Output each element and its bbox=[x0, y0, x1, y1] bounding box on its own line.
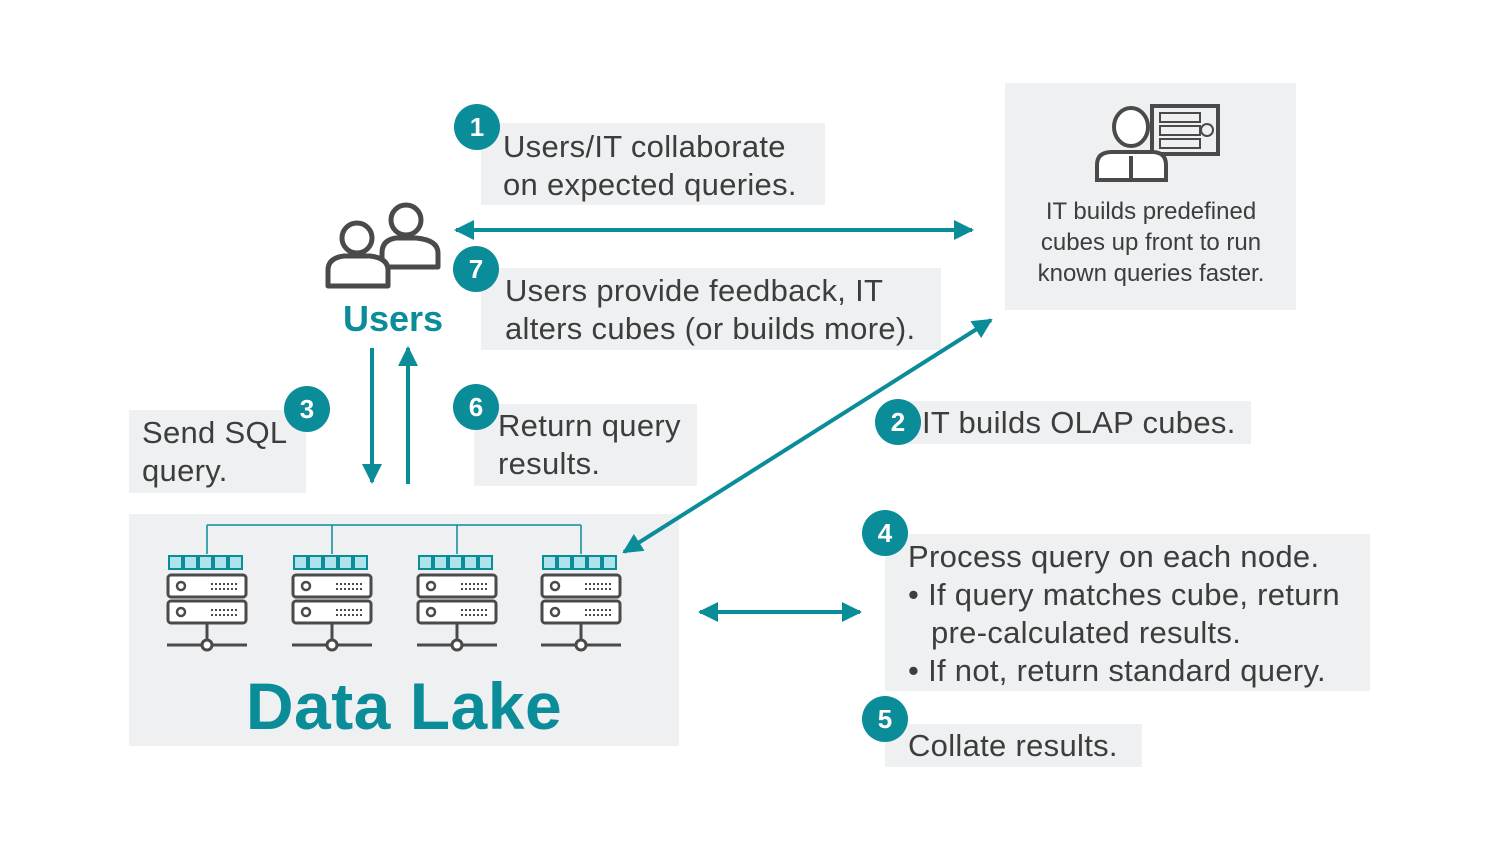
step-5-box bbox=[885, 724, 1142, 767]
step-6-line-2: results. bbox=[498, 446, 601, 481]
step-5-text: Collate results. bbox=[908, 728, 1118, 763]
step-1-box bbox=[481, 123, 825, 205]
step-4-box bbox=[885, 534, 1370, 691]
it-box-text: IT builds predefined cubes up front to r… bbox=[1008, 196, 1294, 289]
step-6-text: Return query results. bbox=[498, 407, 681, 483]
step-7-line-2: alters cubes (or builds more). bbox=[505, 311, 916, 346]
step-4-bullet-1b: pre-calculated results. bbox=[931, 615, 1242, 650]
server-node-icon bbox=[166, 555, 248, 652]
server-node-icon bbox=[416, 555, 498, 652]
it-box-line-3: known queries faster. bbox=[1037, 260, 1265, 287]
network-lines bbox=[206, 524, 582, 554]
step-7-line-1: Users provide feedback, IT bbox=[505, 273, 884, 308]
step-3-line-2: query. bbox=[142, 453, 228, 488]
it-admin-icon bbox=[1095, 104, 1220, 182]
step-7-badge: 7 bbox=[453, 246, 499, 292]
step-1-line-2: on expected queries. bbox=[503, 167, 797, 202]
step-2-text: IT builds OLAP cubes. bbox=[922, 405, 1236, 440]
step-4-badge: 4 bbox=[862, 510, 908, 556]
step-4-line-1: Process query on each node. bbox=[908, 539, 1320, 574]
server-node-icon bbox=[291, 555, 373, 652]
it-datalake-arrow bbox=[622, 318, 993, 554]
it-box-line-1: IT builds predefined bbox=[1045, 198, 1257, 225]
step-7-text: Users provide feedback, IT alters cubes … bbox=[505, 272, 915, 348]
it-box-line-2: cubes up front to run bbox=[1040, 229, 1262, 256]
step-1-badge: 1 bbox=[454, 104, 500, 150]
users-label: Users bbox=[343, 298, 444, 339]
data-lake-box bbox=[129, 514, 679, 746]
step-3-text: Send SQL query. bbox=[142, 414, 287, 490]
step-6-line-1: Return query bbox=[498, 408, 681, 443]
step-1-line-1: Users/IT collaborate bbox=[503, 129, 786, 164]
step-2-badge: 2 bbox=[875, 399, 921, 445]
step-6-badge: 6 bbox=[453, 384, 499, 430]
step-5-badge: 5 bbox=[862, 696, 908, 742]
step-4-bullet-1a: • If query matches cube, return bbox=[908, 577, 1340, 612]
step-3-badge: 3 bbox=[284, 386, 330, 432]
server-node-icon bbox=[540, 555, 622, 652]
step-1-text: Users/IT collaborate on expected queries… bbox=[503, 128, 797, 204]
step-3-box bbox=[129, 410, 306, 493]
users-icon bbox=[325, 202, 441, 289]
data-lake-title: Data Lake bbox=[245, 669, 563, 743]
step-3-line-1: Send SQL bbox=[142, 415, 288, 450]
step-4-text: Process query on each node. • If query m… bbox=[908, 538, 1340, 690]
step-4-bullet-2: • If not, return standard query. bbox=[908, 653, 1326, 688]
